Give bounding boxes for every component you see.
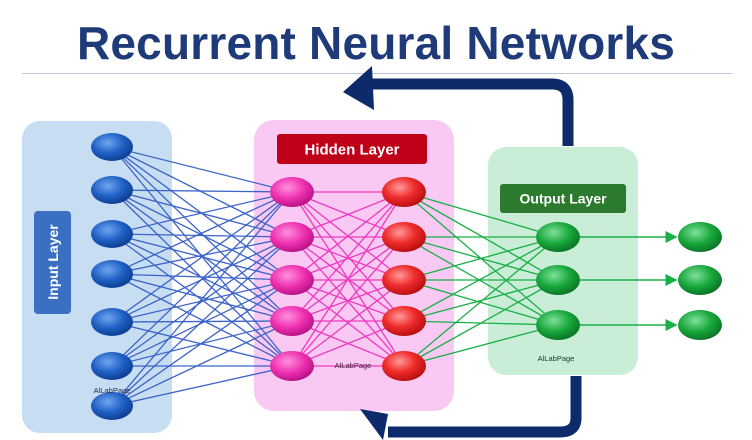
- hidden-node: [382, 222, 426, 252]
- recurrent-loop: [343, 66, 582, 440]
- input-node: [91, 133, 133, 161]
- input-node: [91, 308, 133, 336]
- edge-input-hidden: [111, 191, 293, 407]
- edge-hidden-hidden: [291, 191, 405, 322]
- page-title: Recurrent Neural Networks: [76, 17, 676, 69]
- recurrent-loop-top-arrowhead: [343, 66, 374, 110]
- edge-hidden-output: [403, 236, 559, 281]
- input-watermark: AlLabPage: [94, 386, 131, 395]
- input-node: [91, 392, 133, 420]
- input-node: [91, 176, 133, 204]
- output-node: [536, 222, 580, 252]
- edge-input-hidden: [111, 189, 293, 193]
- result-node: [678, 310, 722, 340]
- hidden-node: [382, 265, 426, 295]
- edge-input-hidden: [111, 365, 293, 407]
- output-layer-panel: [488, 147, 638, 375]
- edge-input-hidden: [111, 273, 293, 322]
- hidden-watermark: AlLabPage: [335, 361, 372, 370]
- output-node: [536, 265, 580, 295]
- recurrent-loop-bottom-arrow: [388, 376, 582, 438]
- hidden-node: [270, 222, 314, 252]
- input-layer-label: Input Layer: [45, 224, 61, 300]
- edge-input-hidden: [111, 191, 293, 275]
- edge-hidden-hidden: [291, 236, 405, 367]
- edge-input-hidden: [111, 191, 293, 367]
- edge-hidden-hidden: [291, 191, 405, 281]
- hidden-node: [382, 177, 426, 207]
- edge-hidden-output: [403, 236, 559, 367]
- edge-hidden-output: [403, 279, 559, 326]
- hidden-node: [382, 351, 426, 381]
- input-node: [91, 220, 133, 248]
- recurrent-loop-top-arrow: [370, 78, 574, 146]
- hidden-layer-label-box: Hidden Layer: [277, 134, 427, 164]
- edge-input-hidden: [111, 279, 293, 407]
- edge-hidden-output: [403, 236, 559, 326]
- edge-input-hidden: [111, 146, 293, 322]
- edge-input-hidden: [111, 273, 293, 367]
- edge-input-hidden: [111, 146, 293, 193]
- edge-input-hidden: [111, 236, 293, 407]
- edge-input-hidden: [111, 233, 293, 238]
- output-layer-label-box: Output Layer: [500, 184, 626, 213]
- connection-edges: [111, 146, 678, 407]
- hidden-node: [270, 306, 314, 336]
- edge-hidden-output: [403, 324, 559, 367]
- hidden-layer-label: Hidden Layer: [304, 142, 399, 159]
- edge-hidden-output: [403, 236, 559, 322]
- edge-input-hidden: [111, 146, 293, 238]
- edge-input-hidden: [111, 236, 293, 275]
- edge-input-hidden: [111, 273, 293, 281]
- output-layer-label: Output Layer: [519, 191, 607, 207]
- edge-hidden-hidden: [291, 279, 405, 367]
- edge-input-hidden: [111, 279, 293, 367]
- edge-hidden-output: [403, 191, 559, 281]
- neuron-nodes: [91, 133, 722, 420]
- edge-input-hidden: [111, 191, 293, 323]
- edge-input-hidden: [111, 320, 293, 407]
- hidden-node: [270, 177, 314, 207]
- result-node: [678, 265, 722, 295]
- edge-input-hidden: [111, 191, 293, 235]
- edge-hidden-output: [403, 191, 559, 238]
- result-node: [678, 222, 722, 252]
- hidden-node: [270, 265, 314, 295]
- input-node: [91, 352, 133, 380]
- title-divider: [22, 73, 732, 74]
- hidden-node: [382, 306, 426, 336]
- input-layer-label-box: Input Layer: [34, 211, 71, 314]
- recurrent-loop-bottom-arrowhead: [360, 409, 388, 440]
- edge-hidden-hidden: [291, 191, 405, 367]
- input-node: [91, 260, 133, 288]
- edge-hidden-output: [403, 279, 559, 367]
- output-watermark: AlLabPage: [538, 354, 575, 363]
- hidden-node: [270, 351, 314, 381]
- edge-hidden-output: [403, 279, 559, 322]
- output-node: [536, 310, 580, 340]
- edge-input-hidden: [111, 236, 293, 367]
